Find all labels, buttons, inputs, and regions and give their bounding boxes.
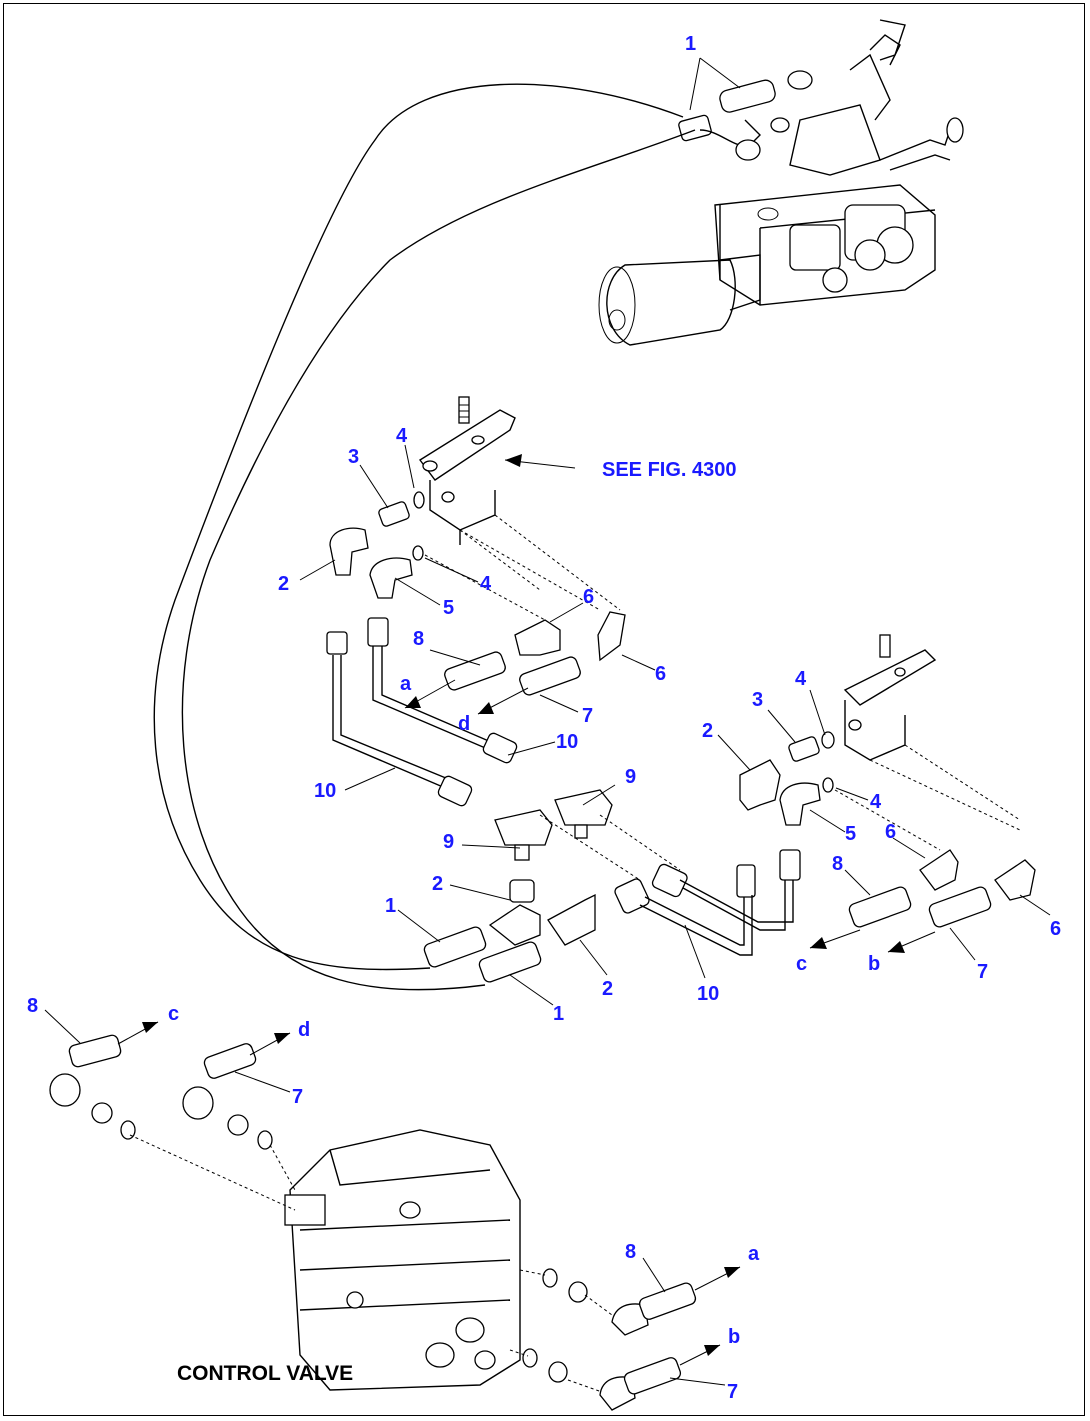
callout-4-a: 4 [396, 425, 408, 447]
callout-5-b: 5 [845, 823, 856, 845]
callout-8-c: 8 [27, 995, 38, 1017]
callout-c-b: c [168, 1003, 179, 1025]
callout-3-b: 3 [752, 689, 763, 711]
callout-2-d: 2 [702, 720, 713, 742]
callout-a-a: a [400, 673, 412, 695]
callout-5-a: 5 [443, 597, 454, 619]
dashed-guides [129, 514, 1021, 1393]
callout-8-a: 8 [413, 628, 424, 650]
callout-labels: 1 4 3 2 4 5 6 6 8 a d 7 10 10 9 9 2 1 1 … [27, 33, 1061, 1403]
callout-7-b: 7 [977, 961, 988, 983]
callout-d-b: d [298, 1019, 310, 1041]
callout-6-d: 6 [1050, 918, 1061, 940]
callout-1-top: 1 [685, 33, 696, 55]
upper-fittings [326, 491, 626, 696]
callout-6-c: 6 [885, 821, 896, 843]
hose-loop [153, 83, 696, 991]
callout-b-b: b [728, 1326, 740, 1348]
callout-10-b: 10 [314, 780, 336, 802]
tubes-lower [614, 849, 801, 956]
top-valve-assembly [598, 19, 964, 346]
callout-6-b: 6 [655, 663, 666, 685]
callout-7-a: 7 [582, 705, 593, 727]
right-fittings [739, 731, 1036, 928]
callout-2-a: 2 [278, 573, 289, 595]
callout-3-a: 3 [348, 446, 359, 468]
callout-4-d: 4 [870, 791, 882, 813]
drawing-frame [3, 3, 1085, 1416]
callout-8-d: 8 [625, 1241, 636, 1263]
lower-left-fittings [49, 1034, 273, 1150]
callout-8-b: 8 [832, 853, 843, 875]
callout-4-b: 4 [480, 573, 492, 595]
tees [494, 789, 613, 861]
control-valve [284, 1129, 521, 1391]
upper-bracket [418, 396, 516, 545]
callout-7-c: 7 [292, 1086, 303, 1108]
lower-right-fittings [522, 1268, 697, 1411]
callout-c-a: c [796, 953, 807, 975]
callout-10-a: 10 [556, 731, 578, 753]
lower-fittings [423, 879, 596, 983]
see-fig-note: SEE FIG. 4300 [602, 459, 737, 481]
control-valve-label: CONTROL VALVE [177, 1362, 353, 1385]
callout-d-a: d [458, 713, 470, 735]
callout-1-a: 1 [385, 895, 396, 917]
callout-9-a: 9 [625, 766, 636, 788]
callout-1-b: 1 [553, 1003, 564, 1025]
callout-2-c: 2 [602, 978, 613, 1000]
callout-2-b: 2 [432, 873, 443, 895]
callout-10-c: 10 [697, 983, 719, 1005]
arrowheads [142, 454, 905, 1356]
callout-4-c: 4 [795, 668, 807, 690]
callout-b-a: b [868, 953, 880, 975]
right-bracket [843, 634, 937, 761]
callout-a-b: a [748, 1243, 760, 1265]
callout-9-b: 9 [443, 831, 454, 853]
callout-6-a: 6 [583, 586, 594, 608]
callout-7-d: 7 [727, 1381, 738, 1403]
